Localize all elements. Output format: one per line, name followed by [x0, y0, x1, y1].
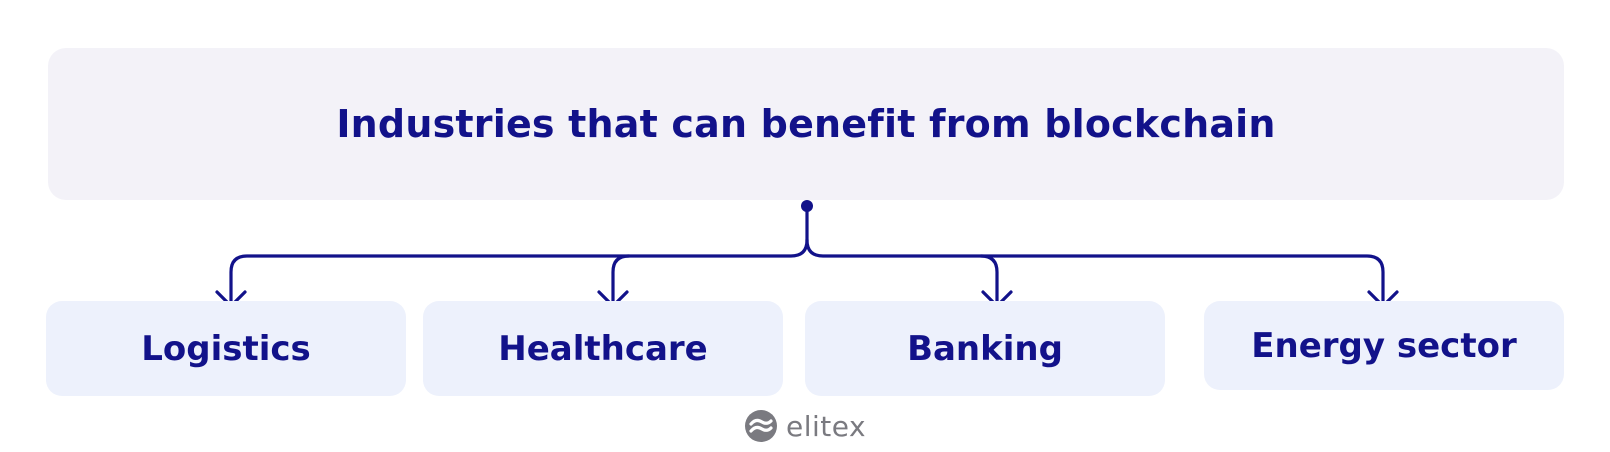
brand-name: elitex	[786, 409, 867, 443]
industry-card-banking: Banking	[805, 301, 1165, 396]
elitex-logo-icon	[745, 410, 777, 442]
connector-branch-energy	[979, 254, 1385, 308]
diagram-title-box: Industries that can benefit from blockch…	[48, 48, 1564, 200]
industry-label: Healthcare	[498, 328, 708, 369]
connector-branch-banking	[805, 238, 999, 308]
industry-card-energy-sector: Energy sector	[1204, 301, 1564, 390]
connector-origin-dot	[801, 200, 813, 212]
industry-label: Banking	[907, 328, 1063, 369]
industry-label: Logistics	[141, 328, 311, 369]
brand-logo: elitex	[744, 408, 866, 444]
industry-card-logistics: Logistics	[46, 301, 406, 396]
connector-branch-logistics	[229, 238, 809, 308]
industry-label: Energy sector	[1251, 325, 1517, 366]
connector-branch-healthcare	[611, 254, 631, 308]
diagram-title: Industries that can benefit from blockch…	[336, 102, 1276, 146]
industry-card-healthcare: Healthcare	[423, 301, 783, 396]
